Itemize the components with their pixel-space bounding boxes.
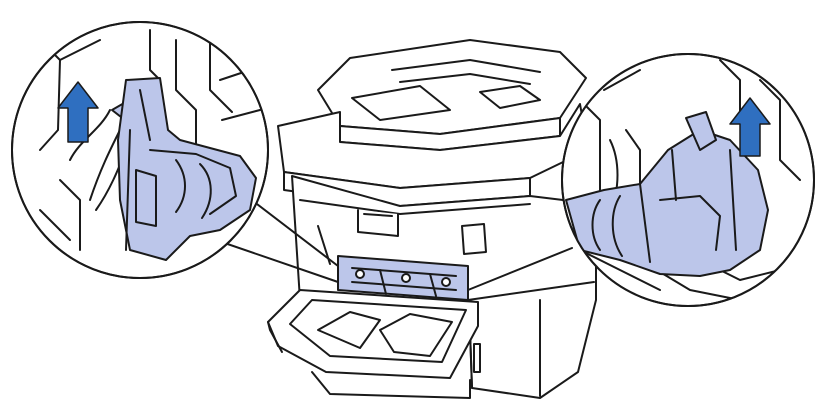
left-fuser-unit (117, 77, 257, 261)
right-fuser-lever (685, 111, 717, 151)
up-arrow-icon (729, 97, 771, 157)
printer (267, 39, 597, 399)
left-detail-circle (11, 21, 269, 279)
right-callout-line (467, 247, 595, 301)
right-detail-circle (561, 53, 815, 307)
up-arrow-icon (57, 81, 99, 143)
